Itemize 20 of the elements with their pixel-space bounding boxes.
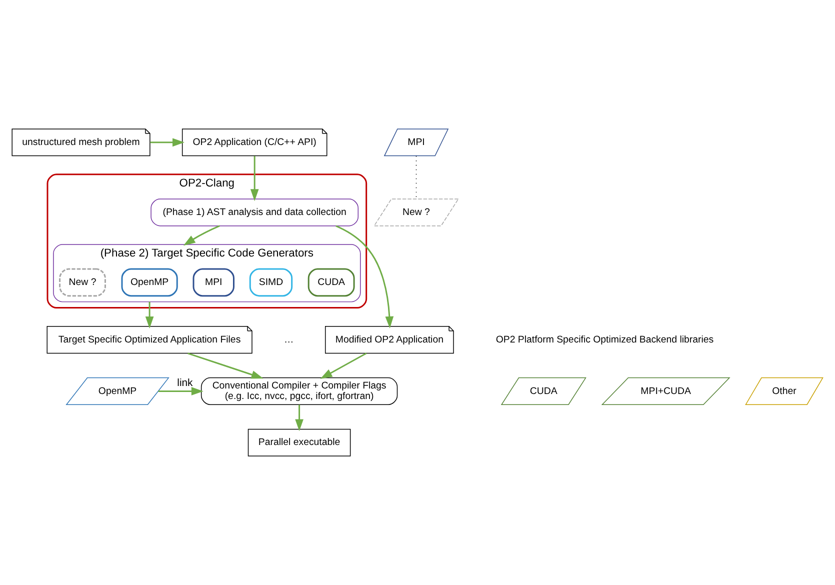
arrow xyxy=(295,404,304,432)
connector xyxy=(416,156,417,200)
node-box: SIMD xyxy=(249,268,293,297)
node-box: Parallel executable xyxy=(248,428,351,456)
arrow xyxy=(250,156,259,202)
arrow xyxy=(187,352,264,379)
arrow xyxy=(145,302,154,328)
edge-label: link xyxy=(177,378,193,390)
node-box: MPI xyxy=(192,268,234,297)
node-box: New ? xyxy=(59,268,106,297)
arrow xyxy=(320,352,367,379)
node-box: Conventional Compiler + Compiler Flags (e.g. Icc, nvcc, pgcc, ifort, gfortran) xyxy=(200,377,398,405)
arrow xyxy=(150,138,184,147)
node-box: CUDA xyxy=(308,268,355,297)
arrow xyxy=(183,225,220,246)
label: … xyxy=(284,334,294,346)
node-box: OpenMP xyxy=(121,268,178,297)
label: OP2 Platform Specific Optimized Backend libraries xyxy=(496,334,714,346)
node-box: (Phase 1) AST analysis and data collection xyxy=(150,198,359,226)
arrow xyxy=(158,387,204,396)
